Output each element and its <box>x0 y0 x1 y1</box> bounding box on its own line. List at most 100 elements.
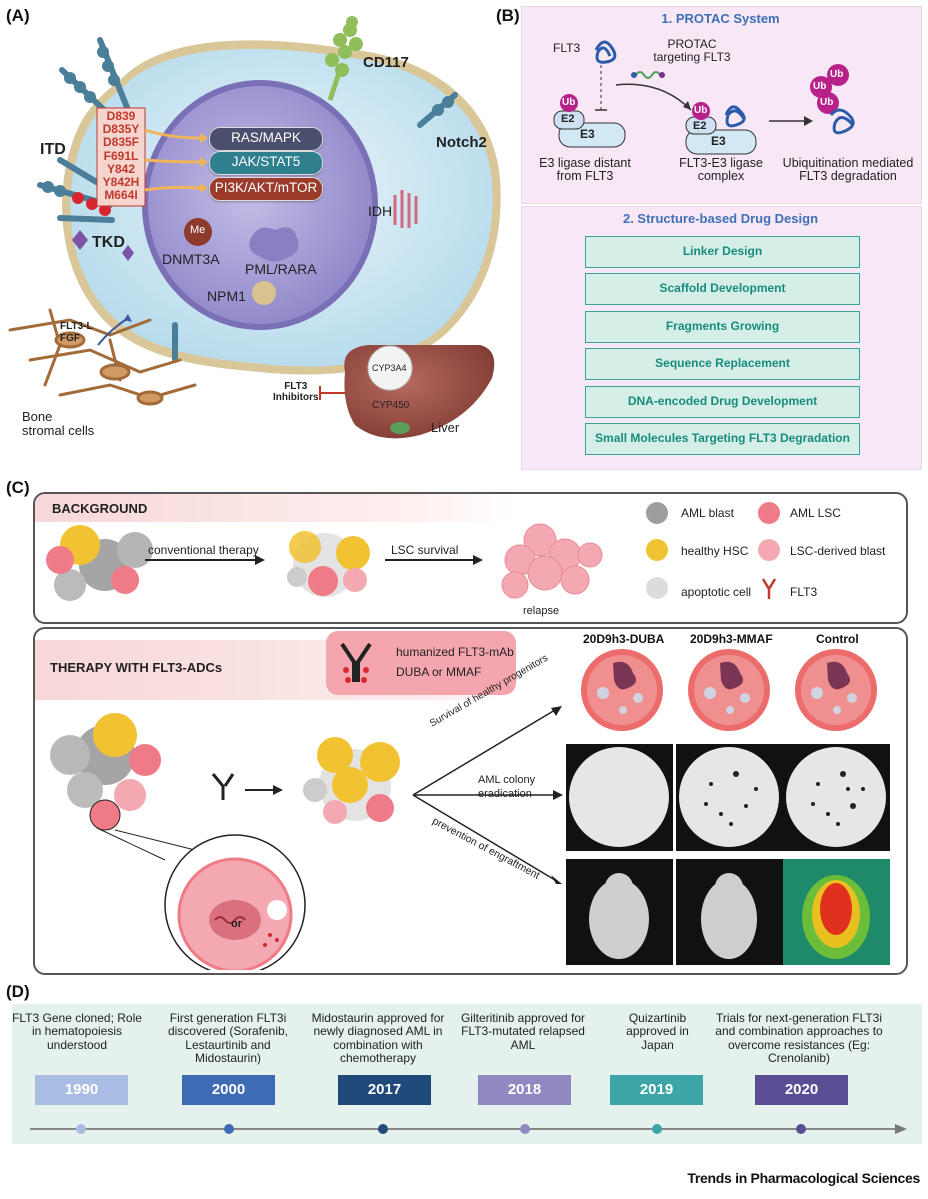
legend-swatch-aml-blast <box>646 502 668 524</box>
mouse-image-duba <box>566 859 673 965</box>
column-title-control: Control <box>816 632 859 646</box>
strategy-small-molecules: Small Molecules Targeting FLT3 Degradati… <box>585 423 860 455</box>
protac-diagram <box>553 40 855 155</box>
mutation-item: Y842 <box>106 161 136 176</box>
ub-badge: Ub <box>562 97 576 108</box>
relapse-label: relapse <box>523 605 560 617</box>
protac-title: 1. PROTAC System <box>661 11 780 26</box>
background-diagram <box>46 523 603 601</box>
column-title-mmaf: 20D9h3-MMAF <box>690 632 773 646</box>
e2-badge-2: E2 <box>693 120 707 132</box>
ub-chain-label-1: Ub <box>813 81 827 92</box>
journal-brand: Trends in Pharmacological Sciences <box>687 1170 920 1186</box>
notch2-label: Notch2 <box>436 134 487 151</box>
plate-duba-row1 <box>581 649 663 731</box>
column-title-duba: 20D9h3-DUBA <box>583 632 665 646</box>
ub-badge-2: Ub <box>694 105 708 116</box>
timeline-text-2019: Quizartinib approved in Japan <box>626 1011 689 1052</box>
mutation-item: D835Y <box>102 122 140 137</box>
legend-swatch-lsc-derived <box>758 539 780 561</box>
flt3-receptor-icon <box>761 578 777 599</box>
outcome-eradication: AML colony eradication <box>478 774 536 800</box>
mutation-item: D835F <box>102 135 140 150</box>
legend-swatch-apoptotic <box>646 577 668 599</box>
mouse-image-control <box>783 859 890 965</box>
therapy-diagram <box>50 706 563 970</box>
mutation-item: F691L <box>103 148 139 163</box>
legend-aml-blast: AML blast <box>681 506 734 520</box>
timeline-panel <box>12 1004 922 1144</box>
timeline-dot-1990 <box>76 1124 86 1134</box>
liver-label: Liver <box>431 420 460 435</box>
timeline-text-1990: FLT3 Gene cloned; Role in hematopoiesis … <box>12 1011 142 1052</box>
colony-control <box>783 744 890 851</box>
panel-c-label: (C) <box>6 478 30 497</box>
year-badge-2019: 2019 <box>610 1075 703 1105</box>
adc-antibody-icon <box>340 642 372 683</box>
colony-duba <box>566 744 673 851</box>
e2-badge: E2 <box>561 113 575 125</box>
ub-chain-label-2: Ub <box>830 69 844 80</box>
legend-flt3: FLT3 <box>790 585 818 599</box>
timeline-dot-2017 <box>378 1124 388 1134</box>
mouse-image-mmaf <box>676 859 783 965</box>
pathway-pi3k-akt-mtor: PI3K/AKT/mTOR <box>209 177 323 201</box>
cyp450-label: CYP450 <box>372 400 410 411</box>
colony-mmaf <box>676 744 783 851</box>
timeline-dot-2018 <box>520 1124 530 1134</box>
plate-control-row1 <box>795 649 877 731</box>
legend-apoptotic-cell: apoptotic cell <box>681 585 752 599</box>
timeline-text-2000: First generation FLT3i discovered (Soraf… <box>167 1011 289 1066</box>
timeline-dot-2019 <box>652 1124 662 1134</box>
protac-system-box <box>521 6 922 204</box>
legend-lsc-derived-blast: LSC-derived blast <box>790 544 886 558</box>
adc-legend-payload: DUBA or MMAF <box>396 665 482 679</box>
itd-label: ITD <box>40 141 66 158</box>
year-badge-2020: 2020 <box>755 1075 848 1105</box>
conventional-therapy-label: conventional therapy <box>148 543 259 557</box>
cyp3a4-label: CYP3A4 <box>372 363 407 373</box>
adc-legend-mab: humanized FLT3-mAb <box>396 645 514 659</box>
timeline-dot-2000 <box>224 1124 234 1134</box>
legend-swatch-healthy-hsc <box>646 539 668 561</box>
pathway-jak-stat5: JAK/STAT5 <box>209 151 323 175</box>
dnmt3a-label: DNMT3A <box>162 251 220 267</box>
year-badge-2000: 2000 <box>182 1075 275 1105</box>
timeline-text-2018: Gilteritinib approved for FLT3-mutated r… <box>460 1011 586 1052</box>
timeline-text-2020: Trials for next-generation FLT3i and com… <box>715 1011 883 1066</box>
npm1-label: NPM1 <box>207 288 246 304</box>
cell-illustration <box>8 16 501 439</box>
lsc-survival-label: LSC survival <box>391 543 459 557</box>
strategy-scaffold-development: Scaffold Development <box>585 273 860 305</box>
legend-healthy-hsc: healthy HSC <box>681 544 749 558</box>
mutation-item: M664I <box>104 188 138 203</box>
strategy-dna-encoded: DNA-encoded Drug Development <box>585 386 860 418</box>
pathway-ras-mapk: RAS/MAPK <box>209 127 323 151</box>
mutation-item: Y842H <box>102 175 140 190</box>
plate-mmaf-row1 <box>688 649 770 731</box>
panel-d-label: (D) <box>6 982 30 1001</box>
me-label: Me <box>190 224 206 236</box>
mutation-list: D839 D835Y D835F F691L Y842 Y842H M664I <box>97 109 145 203</box>
panel-b-label: (B) <box>496 6 520 25</box>
e3-badge-2: E3 <box>711 134 726 148</box>
structure-design-title: 2. Structure-based Drug Design <box>622 211 819 226</box>
background-title: BACKGROUND <box>52 501 148 516</box>
timeline-axis <box>30 1124 907 1134</box>
or-label: or <box>231 918 242 930</box>
year-badge-1990: 1990 <box>35 1075 128 1105</box>
pml-rara-label: PML/RARA <box>245 261 317 277</box>
legend-aml-lsc: AML LSC <box>790 506 841 520</box>
panel-a-label: (A) <box>6 6 30 25</box>
legend-swatch-aml-lsc <box>758 502 780 524</box>
year-badge-2017: 2017 <box>338 1075 431 1105</box>
strategy-sequence-replacement: Sequence Replacement <box>585 348 860 380</box>
idh-label: IDH <box>368 203 393 219</box>
cd117-label: CD117 <box>363 54 409 71</box>
